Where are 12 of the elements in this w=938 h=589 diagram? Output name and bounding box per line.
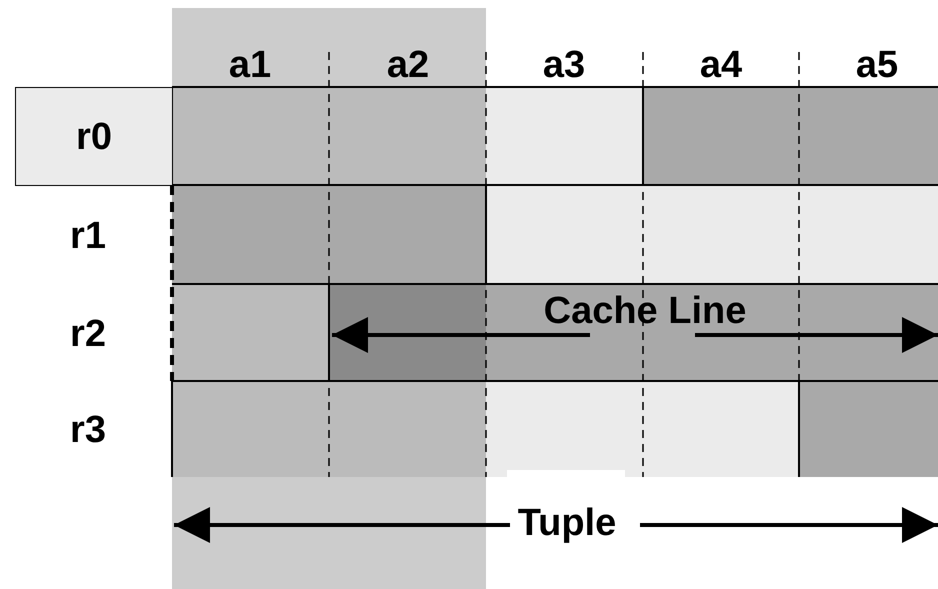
dimension-label: Cache Line <box>544 292 746 330</box>
column-label: a1 <box>228 46 272 84</box>
column-label: a4 <box>700 46 742 84</box>
column-label: a5 <box>856 46 898 84</box>
row-label: r1 <box>70 217 106 255</box>
row-label: r2 <box>70 315 106 353</box>
row-label: r0 <box>76 118 112 156</box>
dimension-label: Tuple <box>518 504 616 542</box>
row-label: r3 <box>70 411 106 449</box>
row-header-box <box>15 87 173 186</box>
column-label: a2 <box>386 46 430 84</box>
column-label: a3 <box>542 46 586 84</box>
